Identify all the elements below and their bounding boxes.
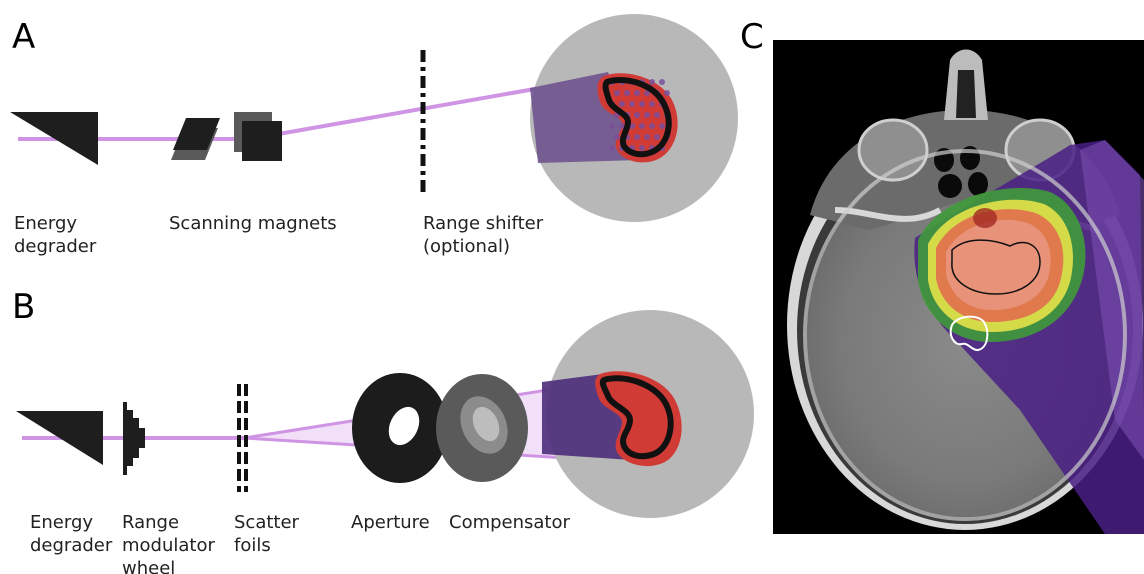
panel-a: A Energy degrader Scanning magnets: [10, 14, 738, 257]
ct-scan: [773, 40, 1144, 534]
panel-b-aperture: [352, 373, 448, 483]
panel-b-label-energy-degrader: Energy degrader: [30, 512, 113, 556]
panel-c: C: [740, 17, 1144, 534]
panel-b-range-modulator-wheel: [123, 402, 145, 475]
panel-a-label-scanning-magnets: Scanning magnets: [169, 213, 337, 234]
scan-spot: [639, 123, 645, 129]
panel-b-label-aperture: Aperture: [351, 512, 430, 533]
panel-b-letter: B: [12, 287, 35, 327]
panel-a-letter: A: [12, 17, 35, 57]
scan-spot: [654, 112, 660, 118]
scan-spot: [629, 101, 635, 107]
panel-a-label-range-shifter: Range shifter (optional): [423, 213, 549, 257]
panel-a-label-energy-degrader: Energy degrader: [14, 213, 97, 257]
scan-spot: [634, 90, 640, 96]
panel-b-compensator: [436, 374, 528, 482]
scan-spot: [664, 90, 670, 96]
scan-spot: [614, 134, 620, 140]
panel-b-label-scatter-foils: Scatter foils: [234, 512, 305, 556]
panel-a-scanning-magnets: [171, 112, 282, 161]
panel-c-letter: C: [740, 17, 764, 57]
scan-spot: [614, 90, 620, 96]
scan-spot: [649, 123, 655, 129]
scan-spot: [649, 101, 655, 107]
scan-spot: [634, 112, 640, 118]
panel-b: B Energy: [12, 287, 754, 574]
scan-spot: [609, 123, 615, 129]
scan-spot: [659, 123, 665, 129]
scan-spot: [644, 134, 650, 140]
panel-b-label-compensator: Compensator: [449, 512, 571, 533]
scan-spot: [659, 79, 665, 85]
scan-spot: [649, 79, 655, 85]
panel-b-label-range-modulator-wheel: Range modulator wheel: [122, 512, 221, 574]
scan-spot: [639, 101, 645, 107]
scan-spot: [624, 90, 630, 96]
scan-spot: [644, 112, 650, 118]
scan-spot: [654, 134, 660, 140]
scan-spot: [634, 134, 640, 140]
scan-spot: [609, 145, 615, 151]
scan-spot: [639, 145, 645, 151]
scan-spot: [619, 101, 625, 107]
